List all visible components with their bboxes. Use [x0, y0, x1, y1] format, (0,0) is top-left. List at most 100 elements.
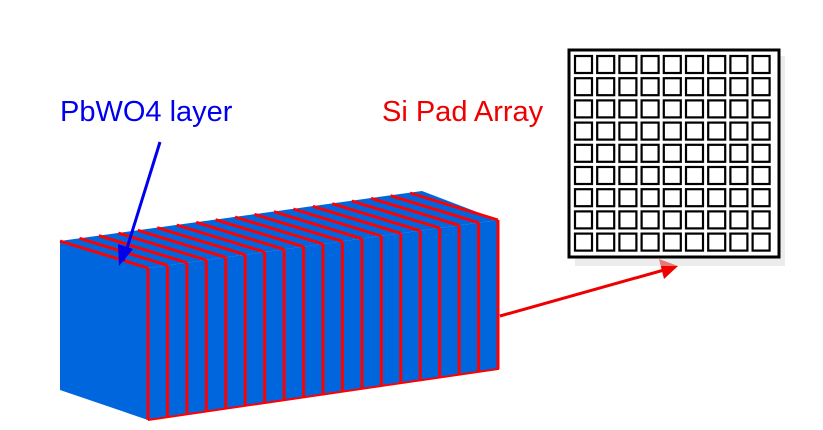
si-pad: [684, 121, 705, 141]
si-pad: [596, 121, 616, 141]
si-layer-top-edge: [254, 212, 343, 243]
si-pad: [729, 99, 749, 119]
si-pad: [662, 77, 682, 97]
si-pad: [640, 188, 660, 208]
si-layer-top-edge: [312, 204, 402, 235]
si-pad: [729, 77, 749, 97]
pbwo4-layer-label: PbWO4 layer: [60, 96, 233, 128]
si-pad: [618, 188, 638, 208]
si-pad: [684, 188, 705, 208]
si-layer-top-edge: [137, 228, 227, 259]
si-pad: [596, 188, 616, 208]
si-pad: [662, 54, 682, 75]
si-pad: [729, 232, 749, 252]
si-pad: [640, 165, 660, 186]
si-pad: [596, 165, 616, 186]
si-layer-top-edge: [195, 220, 285, 251]
si-pad: [640, 232, 660, 252]
si-pad: [707, 143, 727, 163]
si-layer-top-edge: [234, 215, 324, 246]
si-pad: [618, 143, 638, 163]
si-pad: [707, 165, 727, 186]
si-layer-top-edge: [98, 234, 188, 265]
si-layer-top-edge: [215, 218, 304, 249]
si-pad: [729, 54, 749, 75]
si-pad: [707, 188, 727, 208]
si-pad: [729, 165, 749, 186]
si-layer-top-edge: [176, 223, 266, 254]
si-pad: [640, 121, 660, 141]
si-pad: [751, 121, 771, 141]
si-pad: [684, 165, 705, 186]
si-pad: [618, 121, 638, 141]
si-pad-array-label: Si Pad Array: [382, 96, 544, 128]
si-pad: [662, 143, 682, 163]
si-pad: [640, 54, 660, 75]
si-pad: [573, 188, 594, 208]
pad-array-pointer-arrow: [499, 259, 678, 318]
si-pad: [684, 99, 705, 119]
si-pad: [618, 54, 638, 75]
si-pad: [729, 188, 749, 208]
si-pad: [751, 210, 771, 230]
si-pad: [640, 77, 660, 97]
si-layer-top-edge: [156, 226, 246, 257]
si-pad: [573, 77, 594, 97]
si-pad: [662, 99, 682, 119]
si-pad: [640, 210, 660, 230]
si-pad: [640, 99, 660, 119]
si-pad: [707, 77, 727, 97]
si-pad: [640, 143, 660, 163]
si-pad: [684, 232, 705, 252]
si-pad: [751, 54, 771, 75]
si-pad: [596, 54, 616, 75]
si-layer-top-edge: [117, 231, 207, 262]
si-layer-top-edge: [331, 202, 421, 233]
si-pad: [751, 232, 771, 252]
si-pad: [618, 210, 638, 230]
si-layer-top-edge: [370, 196, 460, 227]
si-pad: [596, 77, 616, 97]
si-pad: [662, 232, 682, 252]
si-pad: [618, 232, 638, 252]
si-layer-top-edge: [292, 207, 382, 238]
si-pad: [684, 54, 705, 75]
si-pad: [596, 210, 616, 230]
si-pad: [618, 165, 638, 186]
si-pad: [751, 99, 771, 119]
si-pad: [707, 232, 727, 252]
si-pad: [729, 143, 749, 163]
si-pad: [729, 121, 749, 141]
si-layer-top-edge: [351, 199, 441, 230]
si-pad: [751, 143, 771, 163]
stack-front-face: [60, 241, 148, 420]
si-pad: [596, 143, 616, 163]
si-pad: [573, 143, 594, 163]
si-pad: [662, 188, 682, 208]
pbwo4-crystal-stack: [59, 191, 500, 421]
si-pad: [751, 77, 771, 97]
si-pad: [729, 210, 749, 230]
si-pad: [707, 210, 727, 230]
si-pad-array: [567, 48, 785, 266]
si-pad: [751, 165, 771, 186]
layer-pointer-arrow: [118, 141, 162, 266]
stack-side-outline: [147, 220, 499, 421]
si-pad: [573, 232, 594, 252]
si-pad: [751, 188, 771, 208]
si-pad: [573, 165, 594, 186]
si-pad: [596, 232, 616, 252]
si-pad: [707, 54, 727, 75]
si-layer-top-edge: [273, 210, 363, 241]
si-pad: [684, 143, 705, 163]
si-pad: [707, 99, 727, 119]
si-pad: [662, 165, 682, 186]
si-layer-top-edge: [409, 191, 499, 222]
si-pad: [684, 77, 705, 97]
si-pad: [618, 99, 638, 119]
si-pad: [684, 210, 705, 230]
si-layer-top-edge: [390, 194, 479, 225]
si-pad: [573, 210, 594, 230]
si-pad: [662, 121, 682, 141]
